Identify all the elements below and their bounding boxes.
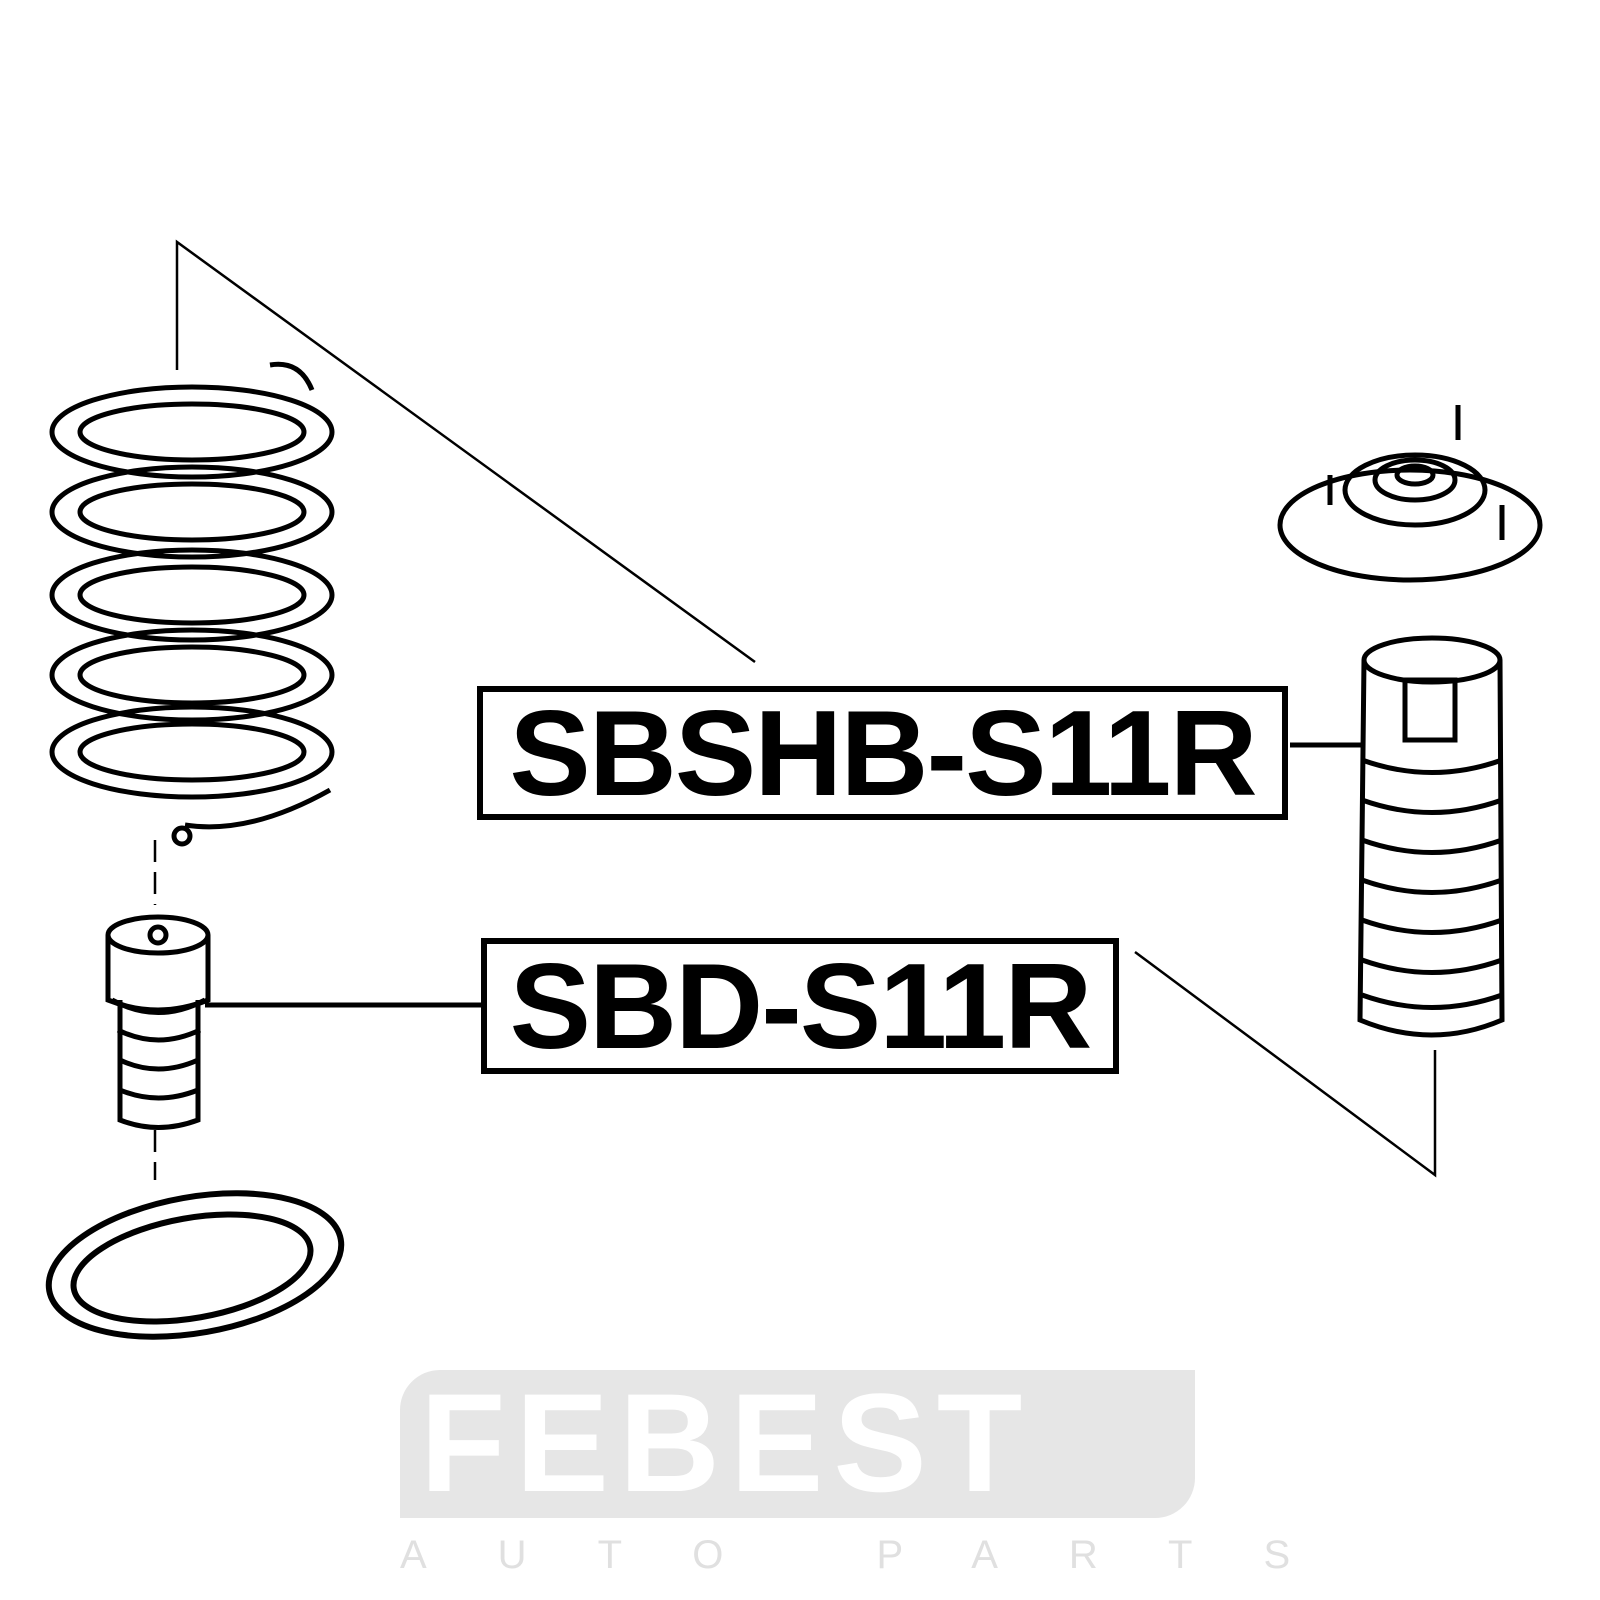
part-label-sbshb: SBSHB-S11R bbox=[477, 685, 1288, 821]
coil-spring bbox=[49, 361, 335, 847]
spring-seat bbox=[45, 1190, 345, 1340]
dust-boot bbox=[1357, 635, 1505, 1038]
watermark-brand: FEBEST bbox=[420, 1364, 1033, 1521]
leader-lines bbox=[153, 239, 1437, 1180]
bump-stop bbox=[105, 914, 211, 1130]
strut-mount bbox=[1277, 405, 1543, 583]
watermark-logo-box bbox=[400, 1370, 1195, 1518]
watermark-subtitle: AUTO PARTS bbox=[400, 1533, 1362, 1577]
part-label-sbd: SBD-S11R bbox=[481, 938, 1119, 1074]
